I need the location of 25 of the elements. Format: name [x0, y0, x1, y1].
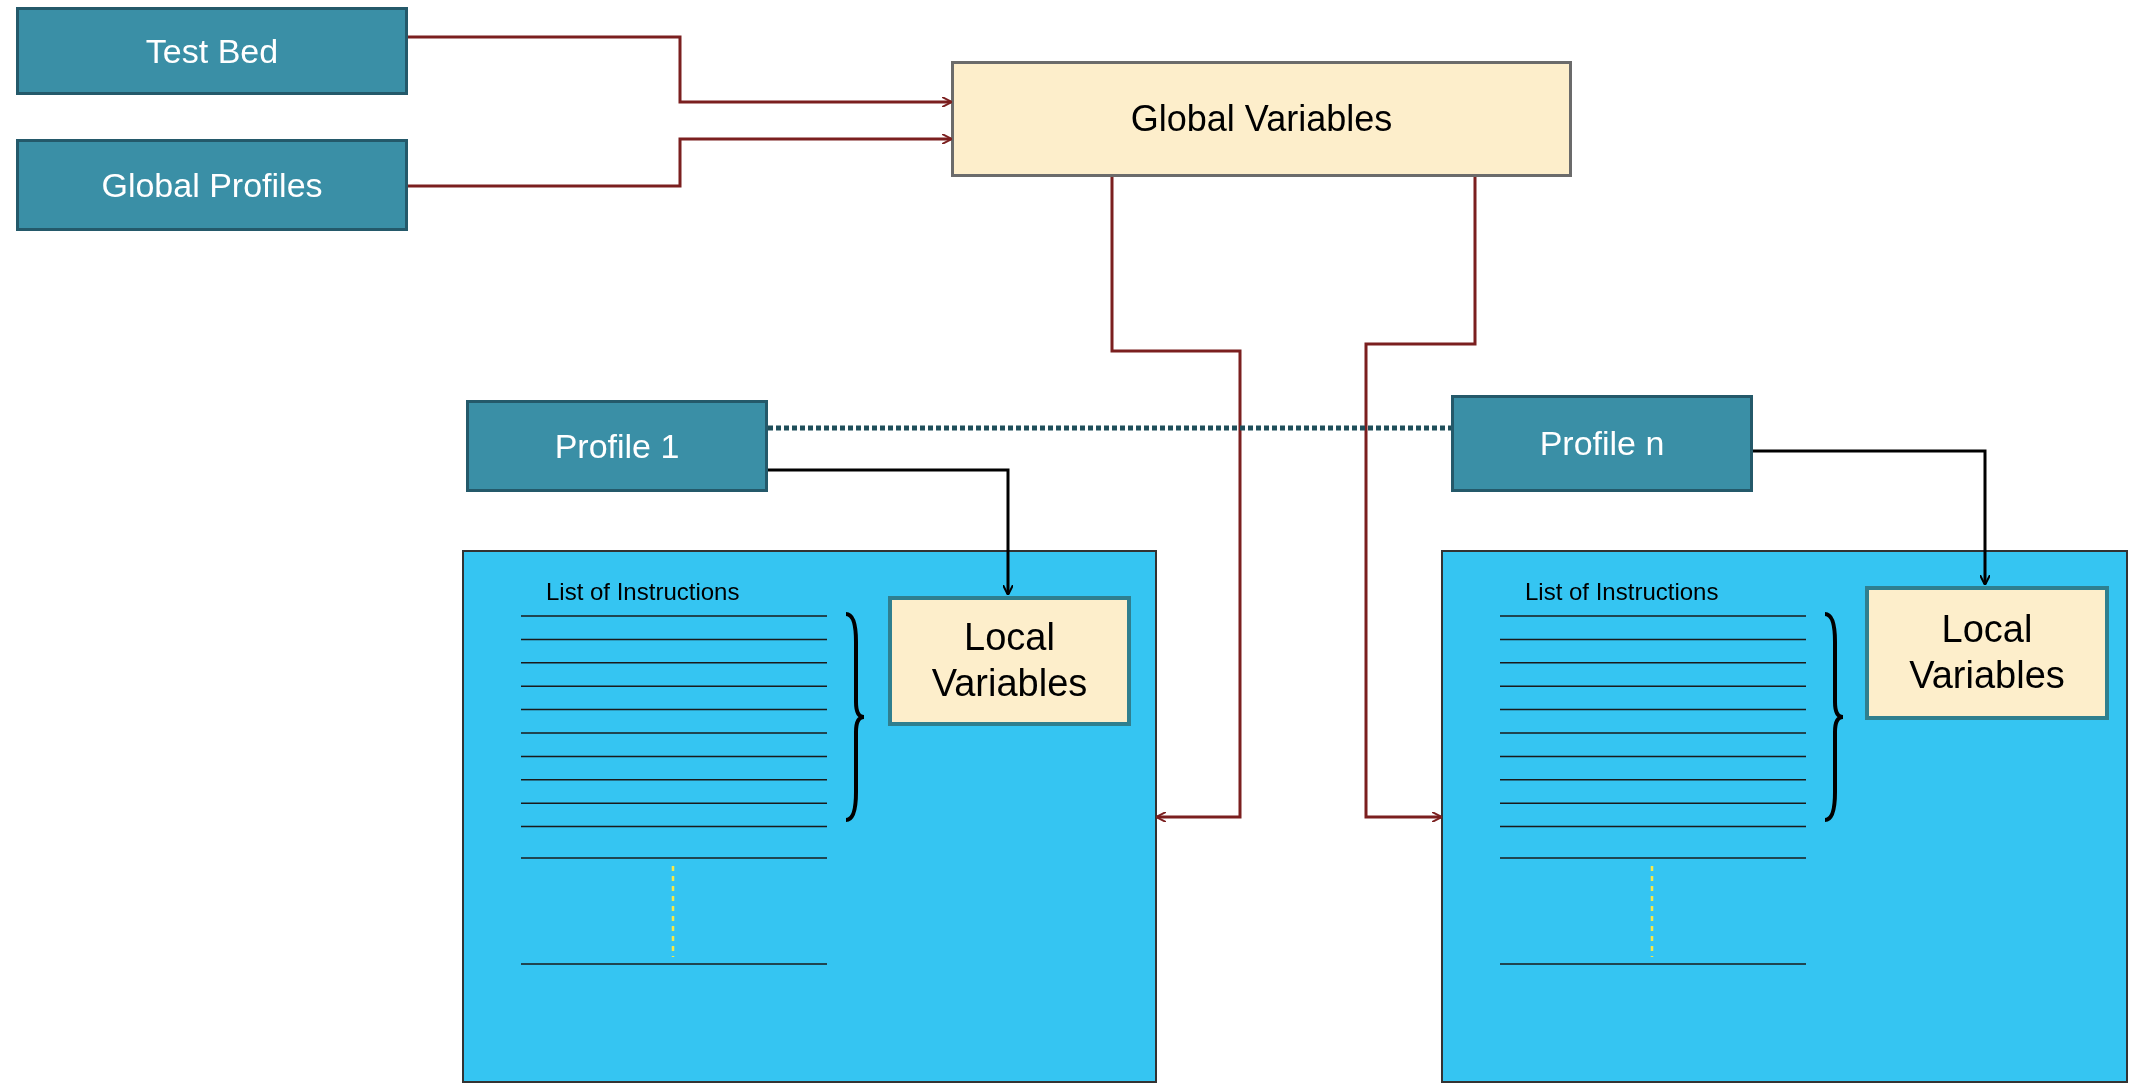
panel-heading: List of Instructions	[546, 577, 740, 607]
arrow	[768, 468, 1014, 596]
process-box	[16, 7, 408, 95]
panel-heading: List of Instructions	[1525, 577, 1719, 607]
arrow	[408, 133, 953, 188]
dotted-connector	[768, 425, 1451, 431]
process-box	[16, 139, 408, 231]
arrow	[408, 35, 953, 108]
profile-panel	[462, 550, 1157, 1083]
node-label: Local Variables	[930, 615, 1089, 706]
node-label: Profile 1	[553, 425, 681, 467]
arrow	[1364, 177, 1477, 823]
node-label: Global Profiles	[100, 164, 324, 206]
local-variables-box	[888, 596, 1131, 726]
arrow	[1110, 177, 1242, 823]
process-box	[1451, 395, 1753, 492]
local-variables-box	[1865, 586, 2109, 720]
node-label: Profile n	[1538, 423, 1666, 464]
arrow	[1753, 449, 1991, 586]
node-label: Test Bed	[144, 30, 280, 72]
process-box	[466, 400, 768, 492]
variables-box	[951, 61, 1572, 177]
node-label: Local Variables	[1908, 607, 2066, 698]
profile-panel	[1441, 550, 2128, 1083]
node-label: Global Variables	[1129, 97, 1394, 141]
